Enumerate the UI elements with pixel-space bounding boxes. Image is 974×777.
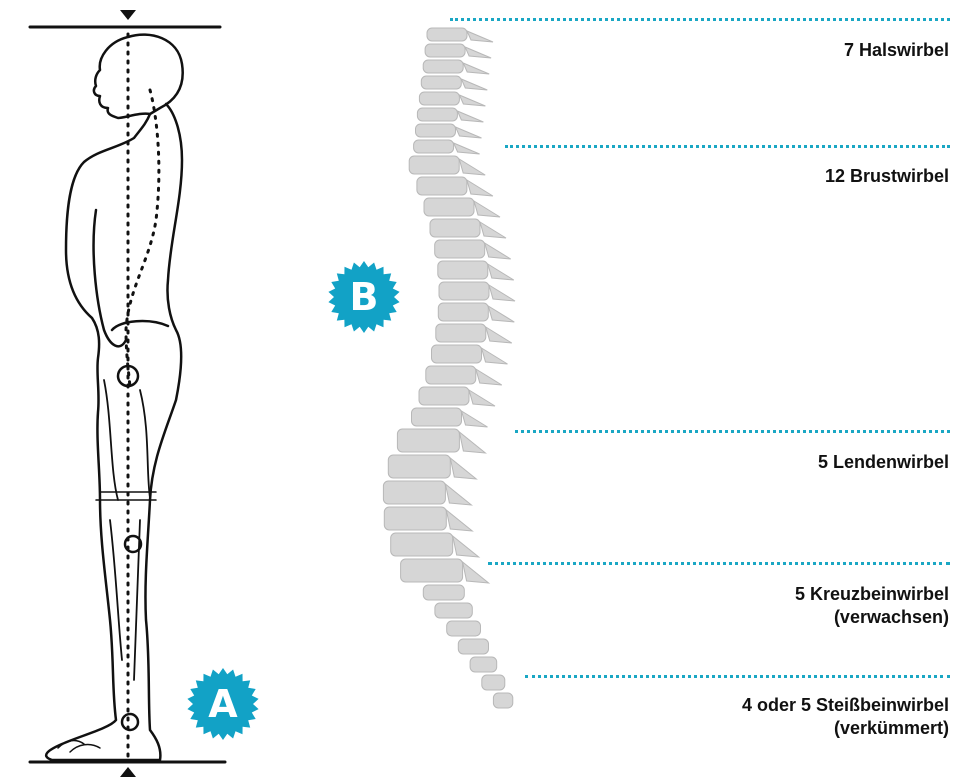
- vertebra: [427, 28, 467, 41]
- spinous-process: [457, 111, 483, 122]
- vertebra: [425, 44, 465, 57]
- badge-a-letter: A: [186, 667, 260, 741]
- vertebra: [438, 303, 488, 321]
- vertebra: [438, 261, 488, 279]
- sacral-label-line-2: (verwachsen): [795, 606, 949, 629]
- vertebra: [470, 657, 497, 672]
- spinous-process: [485, 243, 511, 259]
- spinous-process: [461, 79, 487, 90]
- sacral-label: 5 Kreuzbeinwirbel (verwachsen): [795, 583, 949, 629]
- spinous-process: [489, 285, 515, 301]
- vertebra: [419, 92, 459, 105]
- spinous-process: [462, 411, 488, 427]
- spine-illustration: [0, 0, 560, 777]
- vertebra: [424, 198, 474, 216]
- vertebra: [383, 481, 445, 504]
- spinous-process: [469, 390, 495, 406]
- badge-b: B: [327, 260, 401, 334]
- vertebra: [416, 124, 456, 137]
- vertebra: [388, 455, 450, 478]
- spinous-process: [476, 369, 502, 385]
- vertebra: [439, 282, 489, 300]
- coccygeal-label: 4 oder 5 Steißbeinwirbel (verkümmert): [742, 694, 949, 740]
- vertebra: [414, 140, 454, 153]
- vertebra: [436, 324, 486, 342]
- spinous-process: [486, 327, 512, 343]
- vertebra: [435, 240, 485, 258]
- spinous-process: [482, 348, 508, 364]
- vertebra: [430, 219, 480, 237]
- coccygeal-level-line: [525, 675, 950, 678]
- spinous-process: [488, 264, 514, 280]
- sacral-level-line: [488, 562, 950, 565]
- vertebra: [412, 408, 462, 426]
- badge-b-letter: B: [327, 260, 401, 334]
- vertebra: [493, 693, 512, 708]
- coccygeal-label-line-2: (verkümmert): [742, 717, 949, 740]
- cervical-label-line: 7 Halswirbel: [844, 39, 949, 62]
- cervical-label: 7 Halswirbel: [844, 39, 949, 62]
- spinous-process: [488, 306, 514, 322]
- spinous-process: [480, 222, 506, 238]
- spinous-process: [467, 180, 493, 196]
- vertebra: [417, 108, 457, 121]
- vertebra: [401, 559, 463, 582]
- lumbar-label: 5 Lendenwirbel: [818, 451, 949, 474]
- cervical-level-line: [450, 18, 950, 21]
- spinous-process: [467, 31, 493, 42]
- sacral-label-line-1: 5 Kreuzbeinwirbel: [795, 583, 949, 606]
- thoracic-label: 12 Brustwirbel: [825, 165, 949, 188]
- vertebra: [417, 177, 467, 195]
- vertebra: [426, 366, 476, 384]
- thoracic-label-line: 12 Brustwirbel: [825, 165, 949, 188]
- vertebra: [397, 429, 459, 452]
- vertebra: [447, 621, 481, 636]
- vertebra: [432, 345, 482, 363]
- vertebra: [421, 76, 461, 89]
- lumbar-label-line: 5 Lendenwirbel: [818, 451, 949, 474]
- spinous-process: [446, 510, 472, 531]
- vertebra: [423, 585, 464, 600]
- spinous-process: [445, 484, 471, 505]
- vertebra: [419, 387, 469, 405]
- spinous-process: [453, 536, 479, 557]
- spinous-process: [454, 143, 480, 154]
- spinous-process: [474, 201, 500, 217]
- vertebra: [409, 156, 459, 174]
- badge-a: A: [186, 667, 260, 741]
- vertebra: [423, 60, 463, 73]
- vertebra: [482, 675, 505, 690]
- spinous-process: [459, 95, 485, 106]
- spinous-process: [456, 127, 482, 138]
- spinous-process: [450, 458, 476, 479]
- coccygeal-label-line-1: 4 oder 5 Steißbeinwirbel: [742, 694, 949, 717]
- spinous-process: [459, 432, 485, 453]
- spinous-process: [465, 47, 491, 58]
- vertebra: [458, 639, 488, 654]
- spinous-process: [463, 562, 489, 583]
- thoracic-level-line: [505, 145, 950, 148]
- vertebra: [384, 507, 446, 530]
- lumbar-level-line: [515, 430, 950, 433]
- vertebra: [435, 603, 472, 618]
- spinous-process: [463, 63, 489, 74]
- spinous-process: [459, 159, 485, 175]
- vertebra: [391, 533, 453, 556]
